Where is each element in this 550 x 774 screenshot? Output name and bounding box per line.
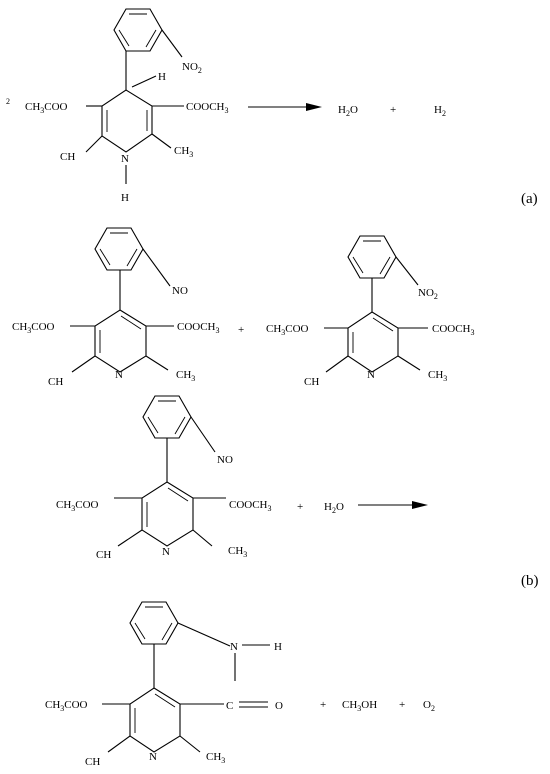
plus-sign-2: + — [399, 699, 405, 711]
nh-hydrogen-label: H — [121, 192, 129, 204]
pyridine-ring — [129, 687, 181, 753]
ester-right-label: COOCH3 — [229, 499, 272, 513]
ring-nitrogen-label: N — [115, 369, 123, 381]
c4-hydrogen-label: H — [158, 71, 166, 83]
reaction-arrow — [248, 103, 322, 111]
benzene-ring — [113, 8, 163, 52]
dihydropyridine-reactant: NO2 H CH3COO COOCH3 CH CH3 N H — [25, 8, 229, 204]
nitroso-pyridine-reactant: NO CH3COO COOCH3 CH CH3 N — [56, 395, 272, 561]
ring-nitrogen-label: N — [367, 369, 375, 381]
oxygen-product: O2 — [423, 699, 435, 713]
ring-nitrogen-label: N — [121, 153, 129, 165]
nitroso-group-label: NO — [172, 285, 188, 297]
ester-right-label: COOCH3 — [186, 101, 229, 115]
benzene-ring — [142, 395, 192, 439]
ester-right-label: COOCH3 — [432, 323, 475, 337]
benzene-ring — [347, 235, 397, 279]
pyridine-ring — [141, 481, 194, 547]
plus-sign-1: + — [320, 699, 326, 711]
plus-sign: + — [390, 104, 396, 116]
carbonyl-oxygen-label: O — [275, 700, 283, 712]
dihydropyridine-ring — [101, 89, 153, 153]
stoichiometric-coefficient: 2 — [6, 97, 10, 106]
carbonyl-carbon-label: C — [226, 700, 233, 712]
nitro-group-label: NO2 — [182, 61, 202, 75]
nitro-pyridine: NO2 CH3COO COOCH3 CH CH3 N — [266, 235, 475, 388]
ester-right-label: COOCH3 — [177, 321, 220, 335]
ester-left-label: CH3COO — [25, 101, 68, 115]
pyridine-ring — [347, 311, 399, 373]
methyl-left-label: CH — [48, 376, 63, 388]
water-reactant: H2O — [324, 501, 344, 515]
ester-left-label: CH3COO — [56, 499, 99, 513]
label-a: (a) — [521, 191, 538, 207]
nitro-group-label: NO2 — [418, 287, 438, 301]
ester-left-label: CH3COO — [45, 699, 88, 713]
plus-sign: + — [297, 501, 303, 513]
methyl-left-label: CH — [85, 756, 100, 768]
ester-left-label: CH3COO — [266, 323, 309, 337]
water-product: H2O — [338, 104, 358, 118]
amine-hydrogen-label: H — [274, 641, 282, 653]
nitroso-pyridine: NO CH3COO COOCH3 CH CH3 N — [12, 227, 220, 388]
pyridine-ring — [94, 309, 147, 373]
benzene-ring — [129, 601, 179, 645]
lactam-product: N H CH3COO C O CH CH3 N — [45, 601, 283, 768]
ester-left-label: CH3COO — [12, 321, 55, 335]
ring-nitrogen-label: N — [162, 546, 170, 558]
amine-nitrogen-label: N — [230, 641, 238, 653]
hydrogen-product: H2 — [434, 104, 446, 118]
benzene-ring — [94, 227, 144, 271]
methyl-right-label: CH3 — [176, 369, 195, 383]
label-b: (b) — [521, 573, 539, 589]
methyl-right-label: CH3 — [174, 145, 193, 159]
ring-nitrogen-label: N — [149, 751, 157, 763]
methyl-left-label: CH — [304, 376, 319, 388]
reaction-arrow — [358, 501, 428, 509]
reaction-a: 2 NO2 H CH3COO COOCH3 — [6, 8, 538, 207]
methanol-product: CH3OH — [342, 699, 377, 713]
nitroso-group-label: NO — [217, 454, 233, 466]
methyl-left-label: CH — [96, 549, 111, 561]
plus-sign: + — [238, 324, 244, 336]
methyl-right-label: CH3 — [428, 369, 447, 383]
methyl-right-label: CH3 — [228, 545, 247, 559]
methyl-left-label: CH — [60, 151, 75, 163]
reaction-b: NO CH3COO COOCH3 CH CH3 N + H2O (b) — [45, 395, 539, 768]
methyl-right-label: CH3 — [206, 751, 225, 765]
